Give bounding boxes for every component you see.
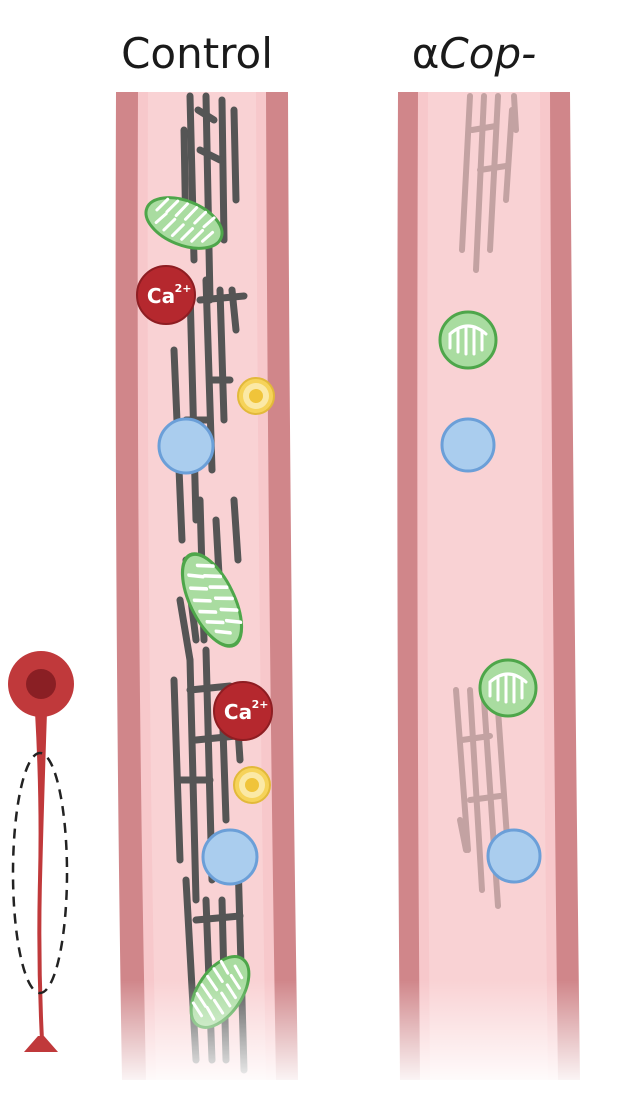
- control-axon: Ca 2+ Ca 2+: [115, 92, 298, 1080]
- yellow-vesicle-icon: [233, 766, 271, 804]
- svg-text:Ca: Ca: [224, 700, 252, 724]
- mutant-title-greek: α: [412, 29, 440, 78]
- neuron-icon: [8, 651, 74, 1052]
- blue-vesicle-icon: [440, 417, 496, 473]
- svg-text:2+: 2+: [175, 282, 192, 295]
- yellow-vesicle-icon: [237, 377, 275, 415]
- control-title: Control: [121, 29, 273, 78]
- mutant-title-gene: Cop-: [439, 29, 536, 78]
- svg-text:Ca: Ca: [147, 284, 175, 308]
- calcium-ion-icon: Ca 2+: [136, 265, 196, 325]
- blue-vesicle-icon: [486, 828, 542, 884]
- calcium-ion-icon: Ca 2+: [213, 681, 273, 741]
- mutant-title: αCop-: [412, 29, 537, 78]
- selection-outline: [11, 751, 69, 995]
- mitochondrion-icon: [438, 310, 498, 370]
- mitochondrion-icon: [478, 658, 538, 718]
- blue-vesicle-icon: [201, 828, 259, 886]
- bottom-fade: [100, 980, 600, 1090]
- svg-text:2+: 2+: [252, 698, 269, 711]
- blue-vesicle-icon: [157, 417, 215, 475]
- mutant-axon: [397, 92, 580, 1080]
